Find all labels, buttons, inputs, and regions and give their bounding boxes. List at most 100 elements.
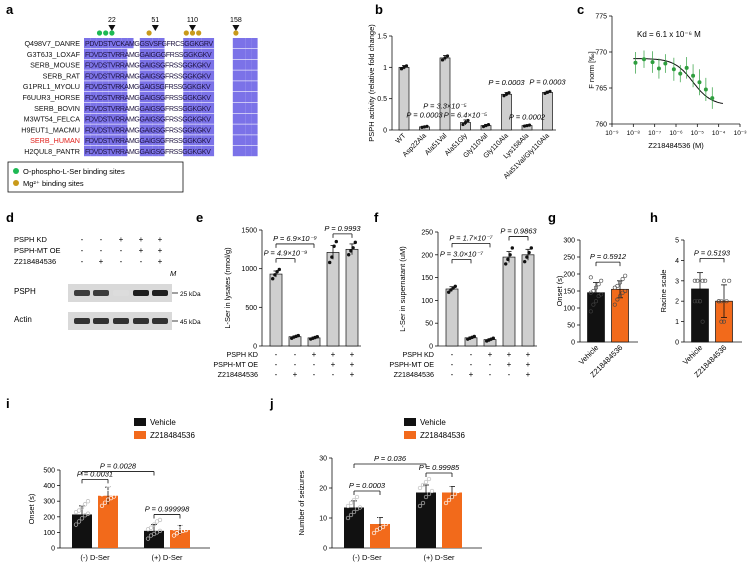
alignment-sequence: PDVDSTVCKAMGGSVSFGFRCSGGKGRV xyxy=(85,41,213,48)
chart-b-y-tick-label: 0 xyxy=(383,128,387,135)
alignment-sequence: FDVDSTVRRAMGGAIGSGFRSSGGKGKV xyxy=(85,127,211,134)
alignment-cell xyxy=(177,48,184,59)
chart-b-p-value: P = 0.0003 xyxy=(529,77,566,86)
alignment-cell xyxy=(108,102,115,113)
chart-b-point xyxy=(463,120,468,125)
alignment-cell xyxy=(183,92,190,103)
alignment-cell xyxy=(115,102,122,113)
chart-f-condition-sign: - xyxy=(489,360,492,369)
chart-c-y-tick-label: 770 xyxy=(595,50,607,57)
chart-i-point xyxy=(85,499,91,504)
alignment-cell xyxy=(201,38,208,49)
binding-site-dot xyxy=(196,30,202,36)
residue-arrow-icon xyxy=(232,25,240,31)
chart-e-condition-label: PSPH KD xyxy=(226,350,258,359)
blot-condition-sign: + xyxy=(139,246,144,255)
alignment-cell xyxy=(220,92,227,103)
chart-i-p-value: P = 0.0028 xyxy=(100,462,137,471)
alignment-cell xyxy=(189,81,196,92)
chart-c-point xyxy=(703,87,708,92)
chart-f-y-tick-label: 0 xyxy=(429,344,433,351)
chart-b-p-value: P = 0.0003 xyxy=(406,110,443,119)
alignment-cell xyxy=(90,102,97,113)
chart-f-condition-label: PSPH KD xyxy=(402,350,434,359)
alignment-cell xyxy=(133,59,140,70)
alignment-cell xyxy=(195,146,202,157)
alignment-cell xyxy=(183,70,190,81)
alignment-cell xyxy=(183,113,190,124)
alignment-cell xyxy=(226,59,233,70)
alignment-legend-box xyxy=(7,161,184,193)
chart-g-point xyxy=(599,292,604,297)
blot-kda-label: 25 kDa xyxy=(180,291,201,298)
alignment-cell xyxy=(195,124,202,135)
alignment-cell xyxy=(177,81,184,92)
chart-h-p-value: P = 0.5193 xyxy=(694,248,731,257)
alignment-cell xyxy=(226,146,233,157)
alignment-cell xyxy=(108,59,115,70)
alignment-cell xyxy=(208,48,215,59)
alignment-cell xyxy=(152,146,159,157)
chart-b-p-value: P = 0.0003 xyxy=(488,78,525,87)
alignment-cell xyxy=(208,70,215,81)
alignment-cell xyxy=(133,102,140,113)
chart-g-point xyxy=(591,302,596,307)
alignment-cell xyxy=(146,48,153,59)
alignment-cell xyxy=(127,59,134,70)
alignment-cell xyxy=(201,92,208,103)
alignment-cell xyxy=(220,81,227,92)
alignment-cell xyxy=(183,48,190,59)
alignment-cell xyxy=(239,102,246,113)
alignment-cell xyxy=(96,81,103,92)
chart-j-point xyxy=(348,512,354,518)
chart-b-point xyxy=(440,58,445,62)
alignment-cell xyxy=(245,81,252,92)
alignment-cell xyxy=(232,81,239,92)
chart-h-y-tick-label: 0 xyxy=(675,340,679,347)
alignment-cell xyxy=(90,59,97,70)
alignment-cell xyxy=(251,113,258,124)
alignment-cell xyxy=(90,135,97,146)
alignment-cell xyxy=(232,38,239,49)
chart-b-point xyxy=(545,90,550,94)
alignment-cell xyxy=(127,38,134,49)
chart-c-x-tick-label: 10⁻⁴ xyxy=(712,130,726,137)
alignment-cell xyxy=(208,102,215,113)
chart-i-point xyxy=(73,522,79,527)
chart-j-point xyxy=(351,497,357,503)
chart-g-y-tick-label: 300 xyxy=(563,238,575,245)
chart-g-point xyxy=(596,282,601,287)
alignment-cell xyxy=(164,113,171,124)
alignment-cell xyxy=(158,113,165,124)
alignment-cell xyxy=(139,48,146,59)
chart-b-point xyxy=(443,56,447,60)
chart-b-point xyxy=(504,92,509,96)
alignment-cell xyxy=(226,70,233,81)
chart-b-y-tick-label: 1 xyxy=(383,65,387,72)
alignment-cell xyxy=(214,59,221,70)
alignment-cell xyxy=(90,38,97,49)
chart-j-point xyxy=(417,485,423,491)
chart-i-point xyxy=(183,527,189,533)
chart-e-p-value: P = 0.9993 xyxy=(324,224,361,233)
chart-e-condition-sign: + xyxy=(331,350,336,359)
alignment-cell xyxy=(195,59,202,70)
chart-i-point xyxy=(82,502,88,507)
chart-f-condition-sign: + xyxy=(526,350,531,359)
chart-g-y-tick-label: 200 xyxy=(563,272,575,279)
residue-position-label: 51 xyxy=(151,17,159,24)
alignment-cell xyxy=(133,70,140,81)
chart-f-condition-label: Z218484536 xyxy=(394,370,434,379)
alignment-cell xyxy=(208,81,215,92)
alignment-cell xyxy=(239,59,246,70)
chart-f-y-tick-label: 50 xyxy=(425,321,433,328)
chart-i-legend-label: Z218484536 xyxy=(150,431,195,440)
alignment-cell xyxy=(232,70,239,81)
blot-protein-label: Actin xyxy=(14,315,32,324)
binding-site-dot xyxy=(96,30,103,36)
alignment-cell xyxy=(208,135,215,146)
binding-site-dot xyxy=(189,30,196,36)
alignment-cell xyxy=(158,59,165,70)
chart-f-condition-sign: + xyxy=(469,370,474,379)
chart-f-point xyxy=(510,246,514,250)
